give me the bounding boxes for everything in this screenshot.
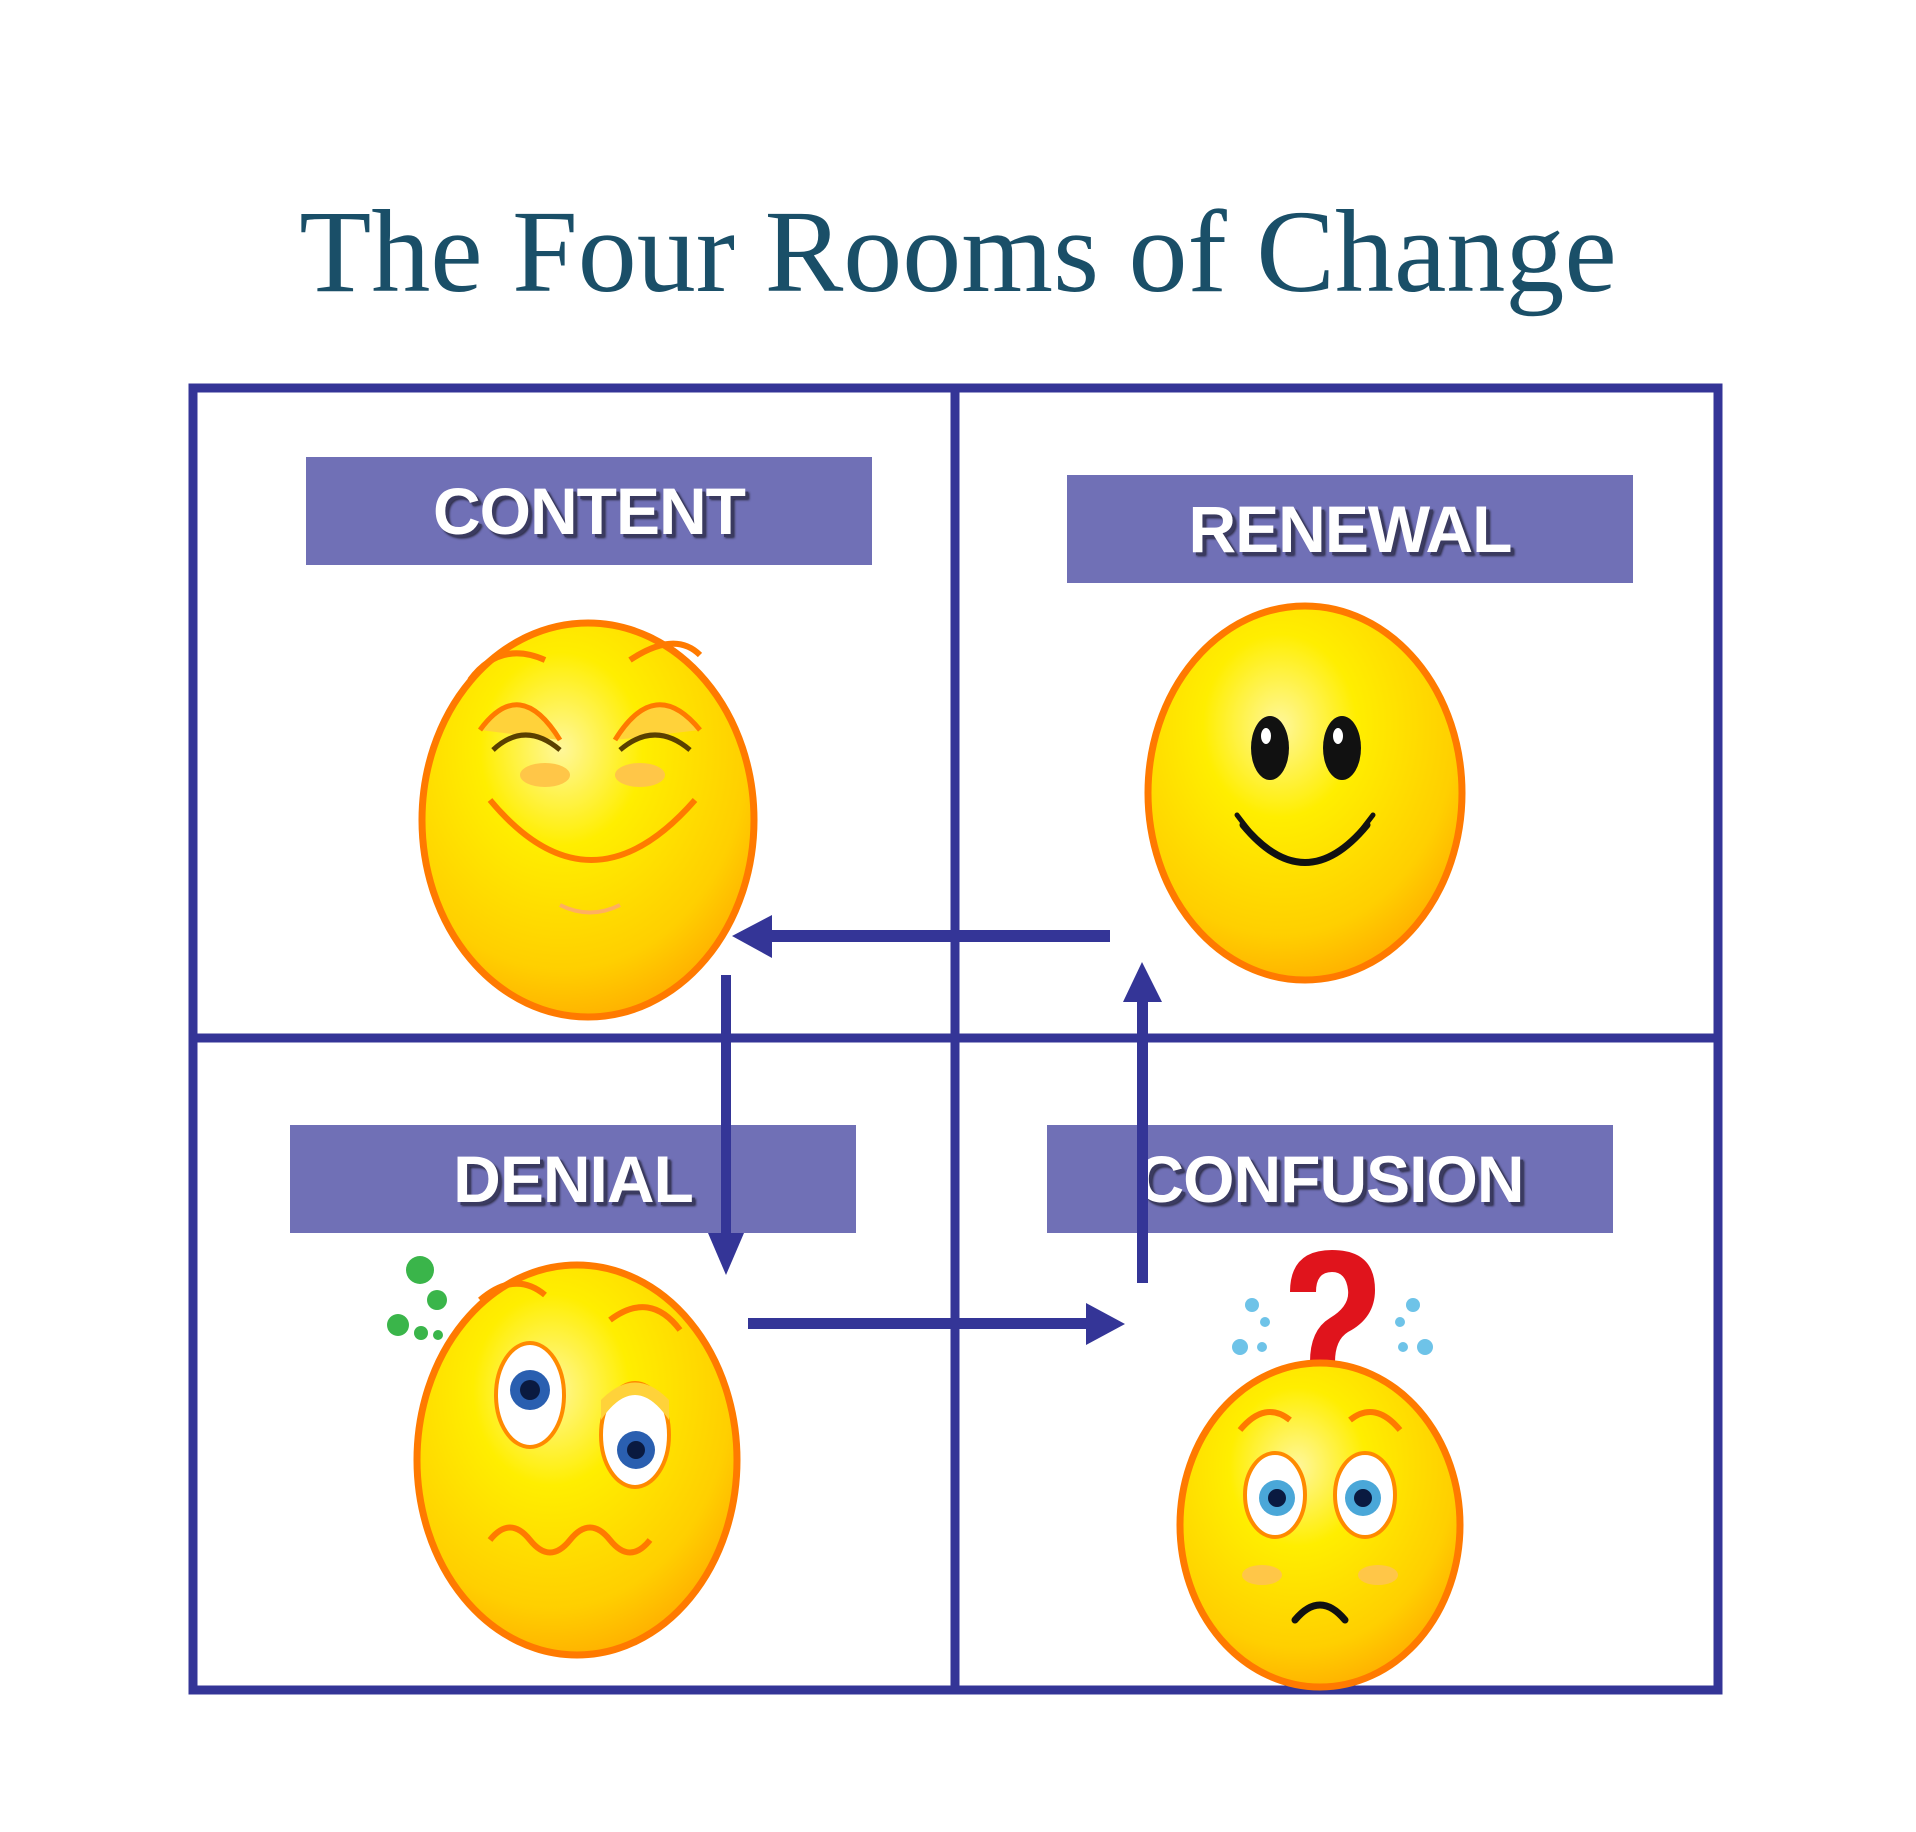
content-smiley-icon [418,619,758,1021]
arrow-renewal-to-content [732,915,1110,958]
confused-smiley-icon [1176,1250,1464,1691]
sweat-dot-icon [427,1290,447,1310]
sweat-dot-icon [414,1326,428,1340]
room-label-confusion: CONFUSION [1047,1125,1613,1233]
room-label-content-text: CONTENT [433,474,746,548]
arrow-denial-to-confusion [748,1303,1125,1345]
page-title: The Four Rooms of Change [299,186,1617,317]
room-label-renewal: RENEWAL [1067,475,1633,583]
sweat-dot-icon [433,1330,443,1340]
room-label-renewal-text: RENEWAL [1188,492,1513,566]
room-label-content: CONTENT [306,457,872,565]
room-label-denial-text: DENIAL [453,1142,694,1216]
room-label-denial: DENIAL [290,1125,856,1233]
worried-smiley-icon [387,1256,741,1659]
arrow-confusion-to-renewal [1123,962,1162,1283]
room-label-confusion-text: CONFUSION [1136,1142,1525,1216]
arrow-content-to-denial [708,975,744,1275]
happy-smiley-icon [1144,602,1466,984]
rooms-grid [188,383,1723,1695]
sweat-dot-icon [406,1256,434,1284]
sweat-dot-icon [387,1314,409,1336]
